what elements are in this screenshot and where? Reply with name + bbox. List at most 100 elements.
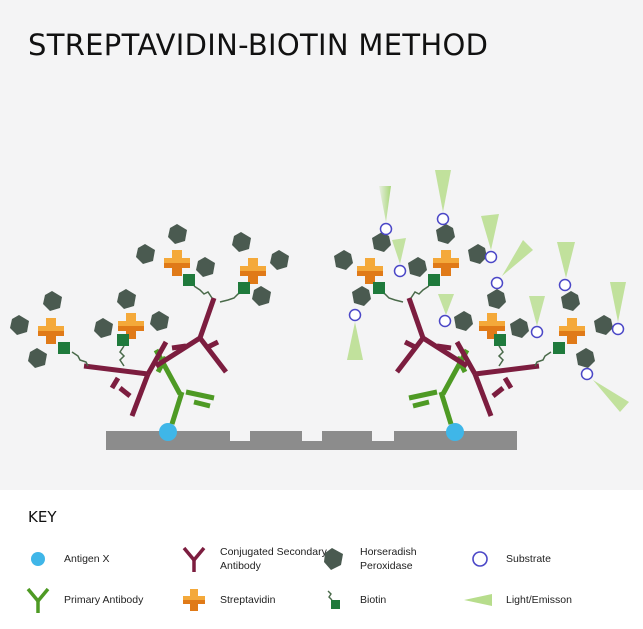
key-label-biotin: Biotin: [360, 594, 387, 606]
hrp-l3b: [168, 224, 187, 244]
hrp-l4a: [232, 232, 251, 252]
substrate: [484, 250, 498, 264]
hrp-r1a: [594, 315, 613, 335]
hrp-l1c: [28, 348, 47, 368]
light-emission: [502, 240, 533, 276]
diagram-panel: STREPTAVIDIN-BIOTIN METHOD: [0, 0, 643, 490]
key-label-light: Light/Emisson: [506, 594, 572, 606]
left-complex: [10, 224, 289, 441]
secondary-antibody-icon: [180, 545, 208, 573]
substrate: [580, 367, 594, 381]
substrate: [558, 278, 572, 292]
hrp-l1a: [10, 315, 29, 335]
right-complex: [334, 224, 613, 441]
substrate: [348, 308, 362, 322]
hrp-l3c: [196, 257, 215, 277]
substrate: [438, 314, 452, 328]
light-emission: [438, 294, 454, 315]
primary-antibody-icon: [24, 586, 52, 614]
hrp-r4c: [352, 286, 371, 306]
antigen-left: [159, 423, 177, 441]
hrp-l1b: [43, 291, 62, 311]
streptavidin-r3: [433, 250, 459, 276]
hrp-l3a: [136, 244, 155, 264]
streptavidin-icon: [180, 586, 208, 614]
light-emission: [481, 214, 499, 250]
light-emission: [435, 170, 451, 212]
light-emission: [529, 296, 545, 326]
key-item-hrp: Horseradish Peroxidase: [320, 545, 440, 573]
key-item-streptavidin: Streptavidin: [180, 586, 275, 614]
hrp-l4b: [270, 250, 289, 270]
secondary-antibody-right-b: [395, 297, 469, 374]
antigen-icon: [24, 545, 52, 573]
hrp-r2b: [487, 289, 506, 309]
hrp-icon: [320, 545, 348, 573]
hrp-r1c: [576, 348, 595, 368]
key-label-hrp: Horseradish Peroxidase: [360, 546, 417, 572]
hrp-l2a: [94, 318, 113, 338]
secondary-antibody-left-a: [83, 340, 169, 417]
key-label-primary-antibody: Primary Antibody: [64, 594, 144, 606]
streptavidin-l3: [164, 250, 190, 276]
biotin-l4: [238, 282, 250, 294]
streptavidin-l4: [240, 258, 266, 284]
light-emissions: [347, 170, 629, 412]
surface-plate: [106, 431, 517, 450]
biotin-r2: [494, 334, 506, 346]
key-label-antigen: Antigen X: [64, 553, 110, 565]
page-title: STREPTAVIDIN-BIOTIN METHOD: [28, 28, 489, 62]
hrp-l2b: [117, 289, 136, 309]
light-emission: [347, 322, 363, 360]
light-emission: [593, 380, 629, 412]
hrp-r3a: [468, 244, 487, 264]
secondary-antibody-right-a: [454, 340, 540, 417]
hrp-l4c: [252, 286, 271, 306]
hrp-r2c: [454, 311, 473, 331]
biotin-icon: [320, 586, 348, 614]
biotin-r3: [428, 274, 440, 286]
substrates-right: [348, 212, 625, 381]
key-label-substrate: Substrate: [506, 553, 551, 565]
substrate-icon: [466, 545, 494, 573]
light-emission-icon: [462, 586, 494, 614]
substrate: [393, 264, 407, 278]
key-item-biotin: Biotin: [320, 586, 386, 614]
key-item-substrate: Substrate: [466, 545, 551, 573]
key-heading: KEY: [28, 508, 57, 526]
substrate: [379, 222, 393, 236]
biotin-r1: [553, 342, 565, 354]
substrate: [530, 325, 544, 339]
hrp-r4b: [334, 250, 353, 270]
hrp-r2a: [510, 318, 529, 338]
biotin-l1: [58, 342, 70, 354]
light-emission: [379, 186, 391, 222]
biotin-l2: [117, 334, 129, 346]
streptavidin-l1: [38, 318, 64, 344]
key-label-streptavidin: Streptavidin: [220, 594, 276, 606]
light-emission: [392, 238, 406, 264]
hrp-r3c: [408, 257, 427, 277]
streptavidin-r4: [357, 258, 383, 284]
key-label-secondary-antibody: Conjugated Secondary Antibody: [220, 546, 327, 572]
method-diagram: [10, 170, 629, 450]
secondary-antibody-left-b: [154, 297, 228, 374]
light-emission: [610, 282, 626, 322]
key-item-primary-antibody: Primary Antibody: [24, 586, 143, 614]
key-item-light: Light/Emisson: [462, 586, 572, 614]
substrate: [436, 212, 450, 226]
hrp-r3b: [436, 224, 455, 244]
substrate: [490, 276, 504, 290]
substrate: [611, 322, 625, 336]
biotin-r4: [373, 282, 385, 294]
key-item-antigen: Antigen X: [24, 545, 110, 573]
hrp-l2c: [150, 311, 169, 331]
hrp-r4a: [372, 232, 391, 252]
hrp-r1b: [561, 291, 580, 311]
key-item-secondary-antibody: Conjugated Secondary Antibody: [180, 545, 330, 573]
biotin-l3: [183, 274, 195, 286]
light-emission: [557, 242, 575, 278]
antigen-right: [446, 423, 464, 441]
streptavidin-r1: [559, 318, 585, 344]
